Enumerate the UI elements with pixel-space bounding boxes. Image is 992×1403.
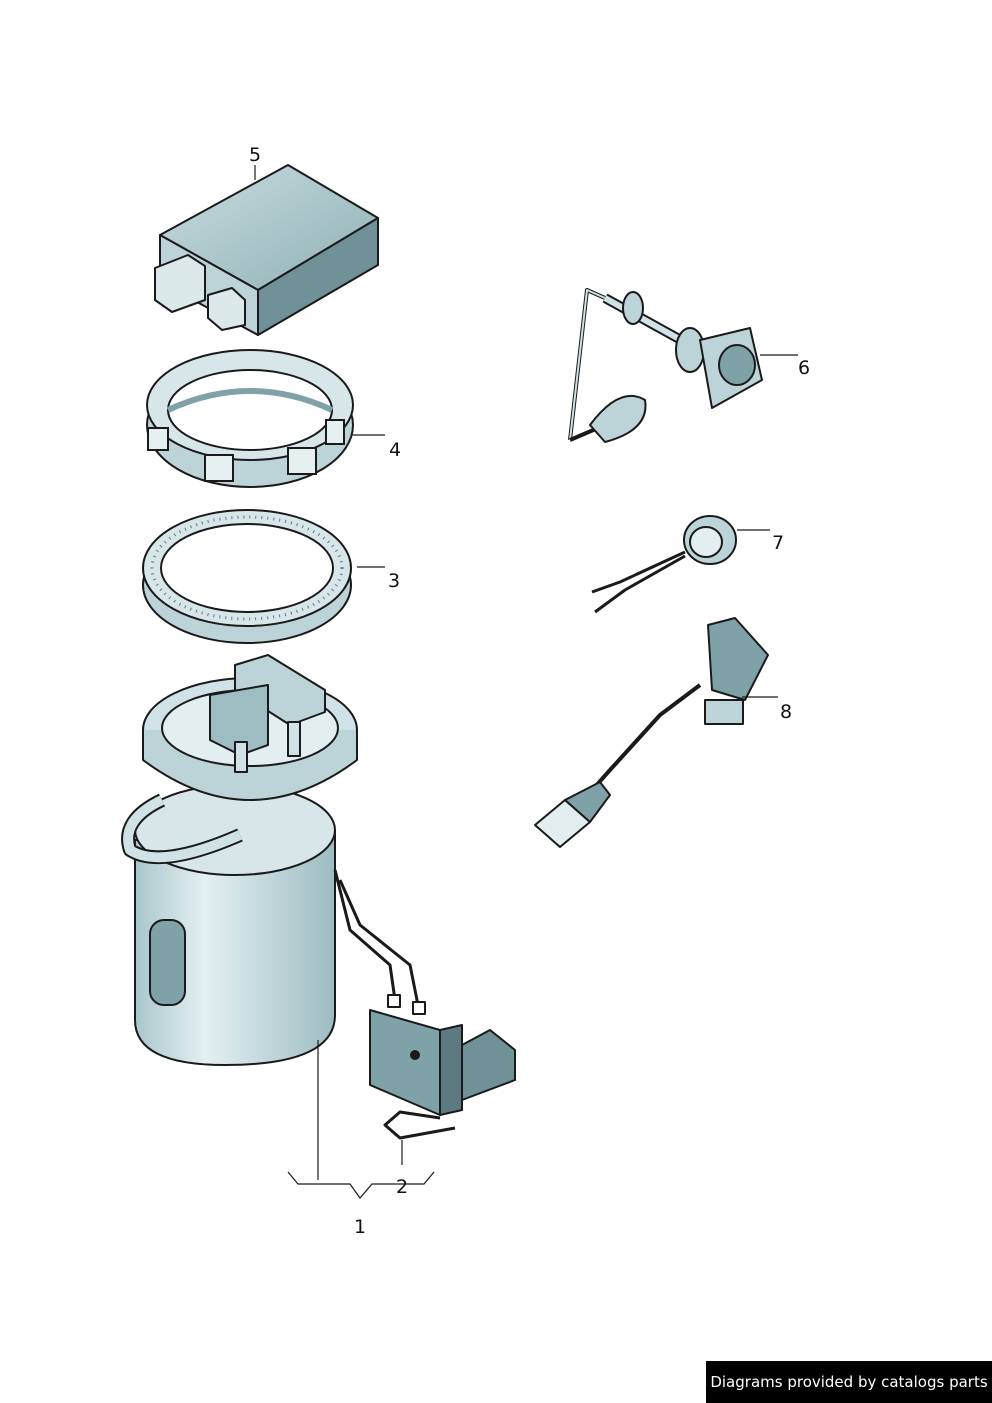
callout-4: 4: [389, 439, 402, 461]
seal-ring-part: [142, 509, 352, 644]
callout-3: 3: [388, 570, 401, 592]
fuel-pump-unit-part: [121, 654, 426, 1066]
callout-8: 8: [780, 701, 793, 723]
locking-ring-part: [146, 349, 354, 488]
control-module-part: [154, 164, 379, 336]
sensor-connector-part: [534, 617, 769, 848]
level-sensor-part: [369, 1009, 516, 1140]
callout-6: 6: [798, 357, 811, 379]
callout-1: 1: [354, 1216, 367, 1238]
level-sender-part: [568, 288, 763, 443]
catalog-credit-banner: Diagrams provided by catalogs parts: [706, 1361, 992, 1403]
sensor-disc-part: [591, 515, 737, 614]
callout-5: 5: [249, 144, 262, 166]
callout-2: 2: [396, 1176, 409, 1198]
callout-7: 7: [772, 532, 785, 554]
leader-lines: [254, 165, 798, 1199]
